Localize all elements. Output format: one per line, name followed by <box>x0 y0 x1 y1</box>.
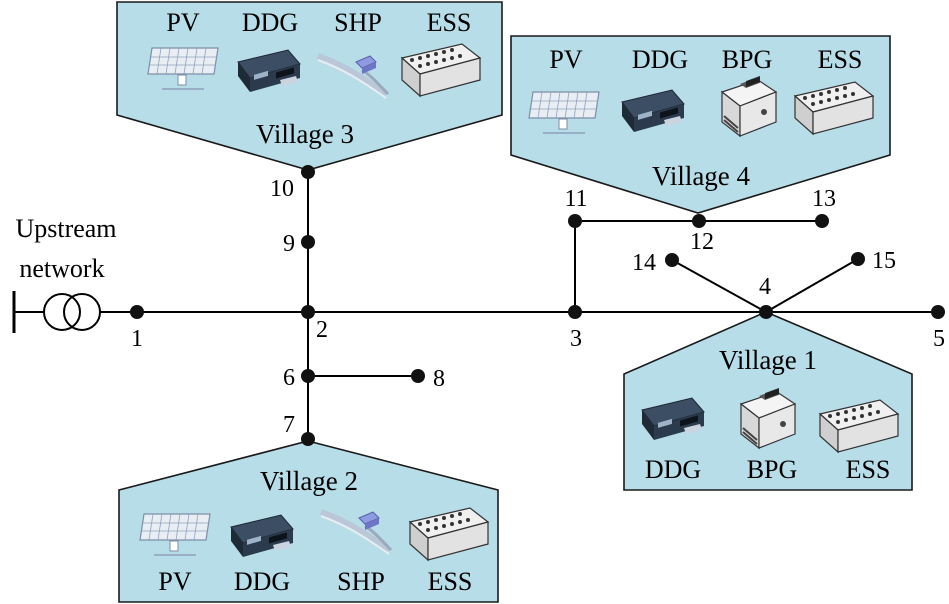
village-4-panel: PV DDG BPG ESS Village 4 <box>510 35 891 214</box>
village-2-device-pv: PV <box>158 567 191 596</box>
village-2-device-shp: SHP <box>337 567 385 596</box>
village-1-label: Village 1 <box>719 345 817 375</box>
bus-node-5 <box>931 305 945 319</box>
line-4-14 <box>671 259 767 313</box>
node-label-15: 15 <box>872 248 896 274</box>
village-2-device-ess: ESS <box>428 567 473 596</box>
node-label-13: 13 <box>812 186 836 212</box>
bus-node-15 <box>851 252 865 266</box>
node-label-8: 8 <box>433 366 445 392</box>
village-1-device-ess: ESS <box>846 455 891 484</box>
bus-nodes <box>130 165 945 446</box>
village-3-device-shp: SHP <box>334 8 382 37</box>
node-label-10: 10 <box>270 176 294 202</box>
upstream-source: Upstream network <box>12 214 117 333</box>
village-4-device-ess: ESS <box>818 45 863 74</box>
node-label-12: 12 <box>690 229 714 255</box>
bus-node-13 <box>815 214 829 228</box>
village-4-device-bpg: BPG <box>722 45 773 74</box>
village-3-panel: PV DDG SHP ESS Village 3 <box>116 1 503 171</box>
village-4-device-ddg: DDG <box>632 45 688 74</box>
bus-node-2 <box>301 305 315 319</box>
node-label-4: 4 <box>759 274 771 300</box>
village-3-device-pv: PV <box>166 8 199 37</box>
node-label-14: 14 <box>632 250 656 276</box>
node-label-7: 7 <box>283 412 295 438</box>
bus-node-3 <box>568 305 582 319</box>
node-labels: 1 2 3 4 5 6 7 8 9 10 11 12 13 14 15 <box>131 176 945 438</box>
bus-node-8 <box>411 369 425 383</box>
village-3-device-ddg: DDG <box>242 8 298 37</box>
village-3-device-ess: ESS <box>427 8 472 37</box>
node-label-5: 5 <box>933 326 945 352</box>
node-label-6: 6 <box>283 365 295 391</box>
bus-node-7 <box>301 432 315 446</box>
village-1-device-ddg: DDG <box>645 455 701 484</box>
village-3-label: Village 3 <box>256 119 354 149</box>
node-label-1: 1 <box>131 326 143 352</box>
bus-node-4 <box>759 305 773 319</box>
upstream-label-line1: Upstream <box>15 214 116 243</box>
village-4-device-pv: PV <box>549 45 582 74</box>
village-1-device-bpg: BPG <box>747 455 798 484</box>
village-2-panel: Village 2 PV DDG SHP ESS <box>118 440 499 603</box>
node-label-9: 9 <box>283 231 295 257</box>
node-label-2: 2 <box>316 317 328 343</box>
node-label-3: 3 <box>570 326 582 352</box>
bus-node-9 <box>301 235 315 249</box>
bus-node-6 <box>301 369 315 383</box>
transformer-coil-left <box>43 293 81 331</box>
transformer-coil-right <box>63 293 101 331</box>
bus-node-10 <box>301 165 315 179</box>
village-1-panel: Village 1 DDG BPG ESS <box>623 311 913 491</box>
village-4-label: Village 4 <box>652 161 751 191</box>
bus-node-12 <box>692 214 706 228</box>
bus-node-14 <box>665 253 679 267</box>
village-2-device-ddg: DDG <box>234 567 290 596</box>
bus-node-1 <box>130 305 144 319</box>
upstream-label-line2: network <box>19 254 104 283</box>
node-label-11: 11 <box>564 186 587 212</box>
line-4-15 <box>765 258 859 313</box>
village-2-label: Village 2 <box>260 466 358 496</box>
bus-node-11 <box>568 214 582 228</box>
